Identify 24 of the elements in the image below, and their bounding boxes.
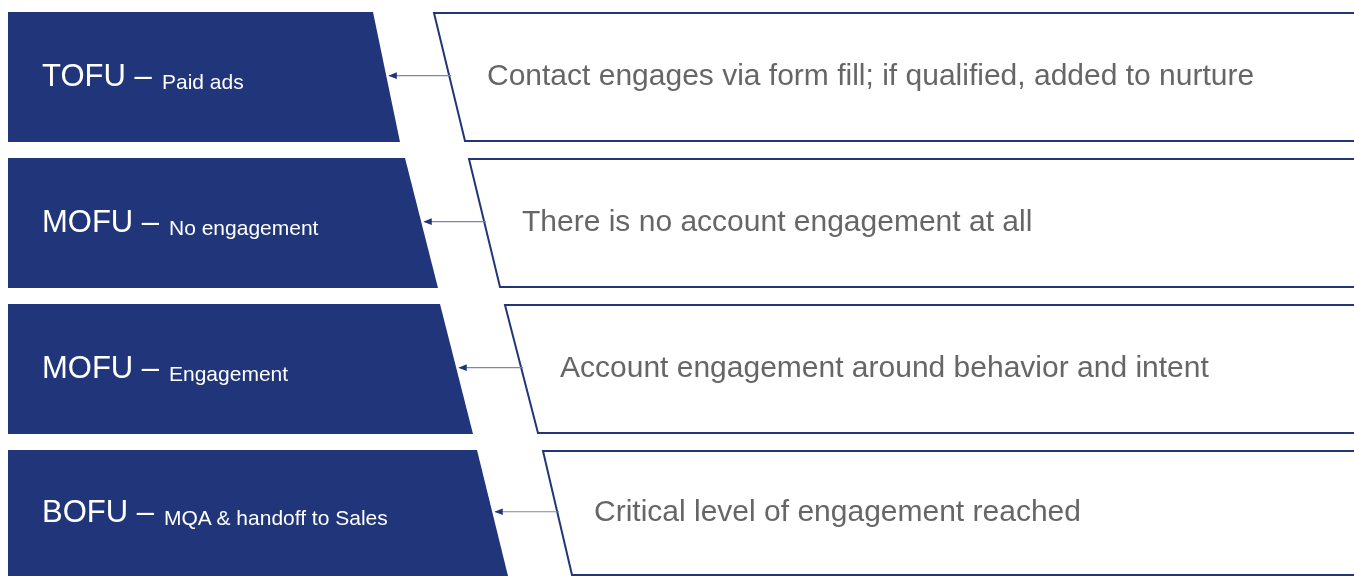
stage-title: MOFU – (42, 350, 160, 386)
description-panel (469, 158, 1354, 288)
funnel-stage-shape (8, 304, 473, 434)
stage-subtitle: MQA & handoff to Sales (164, 506, 388, 530)
description-panel (543, 450, 1354, 576)
funnel-stage-shape (8, 158, 438, 288)
stage-title: TOFU – (42, 58, 152, 94)
arrow (458, 364, 524, 372)
arrow (494, 508, 560, 516)
funnel-stage-shape (8, 450, 508, 576)
stage-description: There is no account engagement at all (522, 204, 1033, 238)
stage-subtitle: Engagement (169, 362, 289, 386)
funnel-stage-shape (8, 12, 400, 142)
stage-description: Critical level of engagement reached (594, 494, 1081, 528)
arrow (388, 72, 452, 80)
description-panel (505, 304, 1354, 434)
description-panel (434, 12, 1354, 142)
stage-subtitle: No engagement (169, 216, 319, 240)
stage-subtitle: Paid ads (162, 70, 244, 94)
stage-title: MOFU – (42, 204, 160, 240)
stage-description: Account engagement around behavior and intent (560, 350, 1209, 384)
stage-title: BOFU – (42, 494, 154, 530)
stage-description: Contact engages via form fill; if qualified, added to nurture (487, 58, 1255, 92)
arrow (423, 218, 487, 226)
